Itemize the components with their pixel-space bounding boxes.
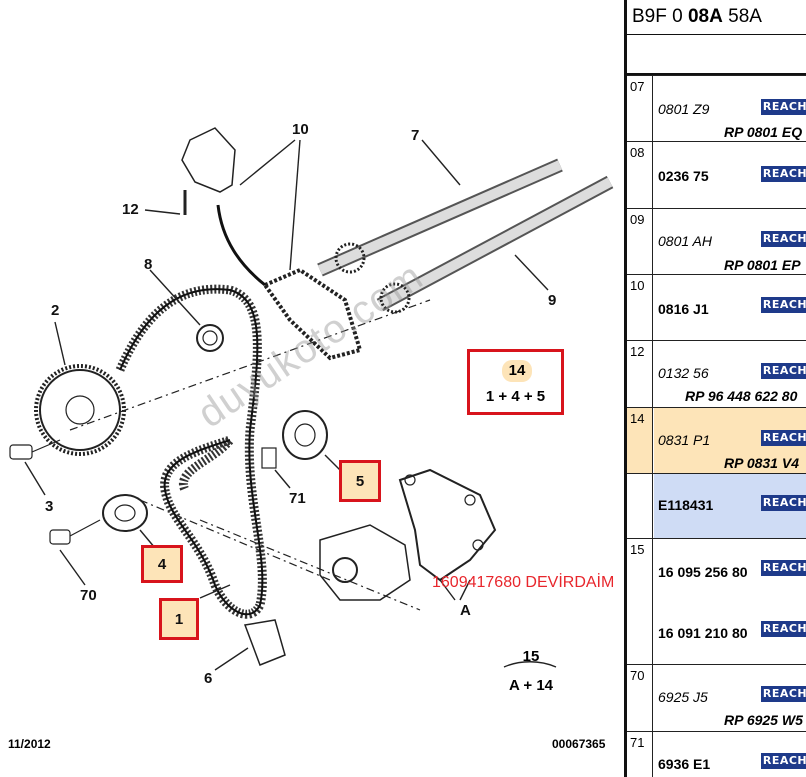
diagram-artwork bbox=[9, 127, 614, 671]
part-row-07[interactable]: 07 0801 Z9 REACH RP 0801 EQ bbox=[627, 75, 806, 141]
header-suffix: 58A bbox=[728, 6, 762, 27]
callout-7: 7 bbox=[411, 127, 420, 144]
callout-3: 3 bbox=[45, 498, 54, 515]
callout-A: A bbox=[460, 602, 471, 619]
callout-70: 70 bbox=[80, 587, 97, 604]
callout-2: 2 bbox=[51, 302, 60, 319]
callout-12: 12 bbox=[122, 201, 139, 218]
part-ref: 16 095 256 80 bbox=[658, 564, 748, 580]
row-number: 15 bbox=[627, 539, 653, 664]
red-annotation: 1609417680 DEVİRDAİM bbox=[432, 574, 615, 591]
part-rp: RP 6925 W5 bbox=[724, 712, 803, 728]
callout-6: 6 bbox=[204, 670, 213, 687]
row-number: 12 bbox=[627, 341, 653, 407]
panel-subheader bbox=[627, 35, 806, 76]
part-rp: RP 0801 EQ bbox=[724, 124, 803, 140]
exploded-diagram: 10 7 12 8 2 9 3 71 70 6 A 4 5 1 14 1 + 4… bbox=[8, 121, 615, 751]
reach-badge[interactable]: REACH bbox=[761, 560, 806, 576]
reach-badge[interactable]: REACH bbox=[761, 495, 806, 511]
reach-badge[interactable]: REACH bbox=[761, 621, 806, 637]
reach-badge[interactable]: REACH bbox=[761, 363, 806, 379]
row-number: 71 bbox=[627, 732, 653, 777]
group-15-parts: A + 14 bbox=[508, 677, 554, 694]
callout-71: 71 bbox=[289, 490, 306, 507]
reach-badge[interactable]: REACH bbox=[761, 99, 806, 115]
part-ref: 0816 J1 bbox=[658, 301, 709, 317]
part-ref: E118431 bbox=[658, 497, 714, 513]
callout-8: 8 bbox=[144, 256, 153, 273]
reach-badge[interactable]: REACH bbox=[761, 166, 806, 182]
part-row-08[interactable]: 08 0236 75 REACH bbox=[627, 141, 806, 208]
row-number: 09 bbox=[627, 209, 653, 274]
part-row-12[interactable]: 12 0132 56 REACH RP 96 448 622 80 bbox=[627, 340, 806, 407]
part-rp: RP 96 448 622 80 bbox=[685, 388, 798, 404]
row-number: 08 bbox=[627, 142, 653, 208]
row-number: 14 bbox=[627, 408, 653, 473]
row-number: 07 bbox=[627, 76, 653, 141]
reach-badge[interactable]: REACH bbox=[761, 231, 806, 247]
footer-code: 00067365 bbox=[552, 737, 606, 751]
part-row-10[interactable]: 10 0816 J1 REACH bbox=[627, 274, 806, 340]
part-rp: RP 0801 EP bbox=[724, 257, 801, 273]
header-bold: 08A bbox=[687, 6, 723, 27]
row-number: 70 bbox=[627, 665, 653, 731]
part-row-71[interactable]: 71 6936 E1 REACH bbox=[627, 731, 806, 777]
part-ref: 0831 P1 bbox=[658, 432, 711, 448]
group-15: 15 A + 14 bbox=[502, 648, 560, 694]
highlight-4[interactable]: 4 bbox=[141, 545, 183, 583]
footer-date: 11/2012 bbox=[8, 737, 51, 751]
reach-badge[interactable]: REACH bbox=[761, 430, 806, 446]
header-prefix: B9F 0 bbox=[632, 6, 683, 27]
reach-badge[interactable]: REACH bbox=[761, 686, 806, 702]
row-number: 10 bbox=[627, 275, 653, 340]
parts-panel: B9F 0 08A 58A 07 0801 Z9 REACH RP 0801 E… bbox=[624, 0, 806, 777]
part-ref: 6936 E1 bbox=[658, 756, 711, 772]
part-ref: 6925 J5 bbox=[658, 689, 708, 705]
part-row-14[interactable]: 14 0831 P1 REACH RP 0831 V4 bbox=[627, 407, 806, 473]
part-ref-secondary: 16 091 210 80 bbox=[658, 625, 748, 641]
part-ref: 0236 75 bbox=[658, 168, 709, 184]
highlight-1[interactable]: 1 bbox=[159, 598, 199, 640]
part-rp: RP 0831 V4 bbox=[724, 455, 799, 471]
panel-header: B9F 0 08A 58A bbox=[627, 0, 806, 35]
part-row-70[interactable]: 70 6925 J5 REACH RP 6925 W5 bbox=[627, 664, 806, 731]
callout-10: 10 bbox=[292, 121, 309, 138]
group-15-number: 15 bbox=[522, 648, 540, 665]
group-14-box[interactable]: 14 1 + 4 + 5 bbox=[467, 349, 564, 415]
part-ref: 0801 AH bbox=[658, 233, 712, 249]
callout-9: 9 bbox=[548, 292, 557, 309]
part-row-09[interactable]: 09 0801 AH REACH RP 0801 EP bbox=[627, 208, 806, 274]
reach-badge[interactable]: REACH bbox=[761, 753, 806, 769]
part-ref: 0132 56 bbox=[658, 365, 709, 381]
part-ref: 0801 Z9 bbox=[658, 101, 710, 117]
part-row-14-alt[interactable]: E118431 REACH bbox=[627, 473, 806, 538]
group-14-number: 14 bbox=[502, 360, 532, 382]
part-row-15[interactable]: 15 16 095 256 80 REACH 16 091 210 80 REA… bbox=[627, 538, 806, 664]
highlight-5[interactable]: 5 bbox=[339, 460, 381, 502]
reach-badge[interactable]: REACH bbox=[761, 297, 806, 313]
group-14-parts: 1 + 4 + 5 bbox=[485, 388, 546, 405]
row-number bbox=[627, 474, 653, 538]
